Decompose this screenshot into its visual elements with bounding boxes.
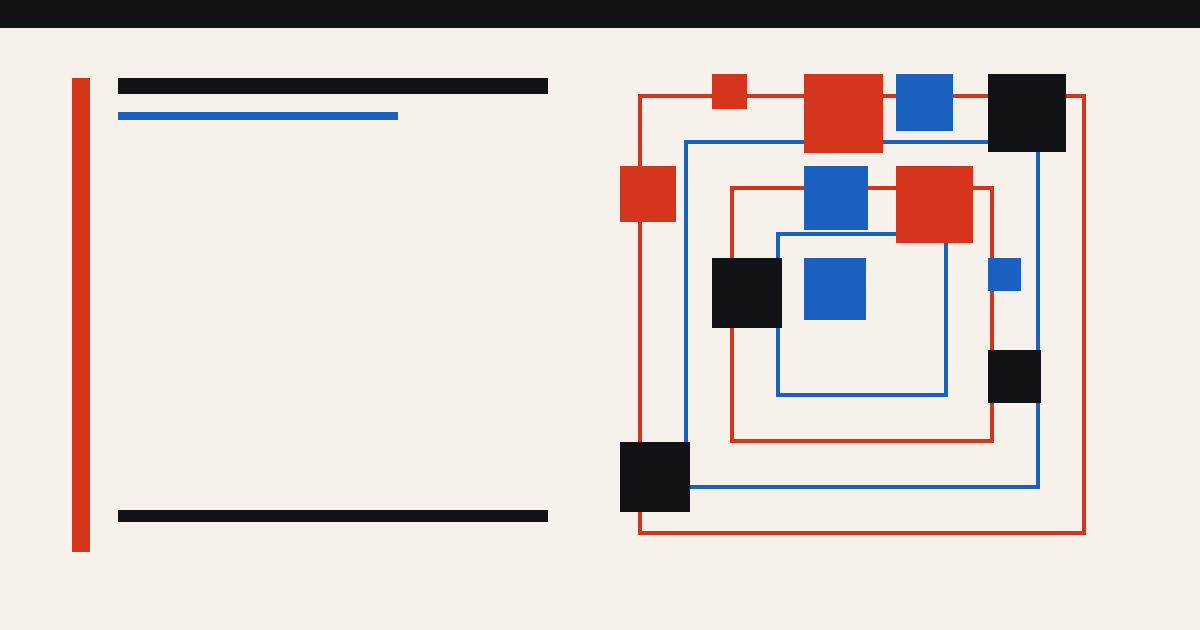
black-block [988, 350, 1041, 403]
subheading-placeholder-bar [118, 112, 398, 120]
geometric-composition [620, 74, 1086, 535]
red-block [896, 166, 973, 243]
black-block [988, 74, 1066, 152]
red-block [804, 74, 883, 153]
black-block [620, 442, 690, 512]
blue-block [804, 258, 866, 320]
blue-block [896, 74, 953, 131]
red-block [712, 74, 747, 109]
left-accent-bar [72, 78, 90, 552]
blue-block [988, 258, 1021, 291]
footer-placeholder-bar [118, 510, 548, 522]
red-block [620, 166, 676, 222]
headline-placeholder-bar [118, 78, 548, 94]
blue-block [804, 166, 868, 230]
top-band [0, 0, 1200, 28]
black-block [712, 258, 782, 328]
